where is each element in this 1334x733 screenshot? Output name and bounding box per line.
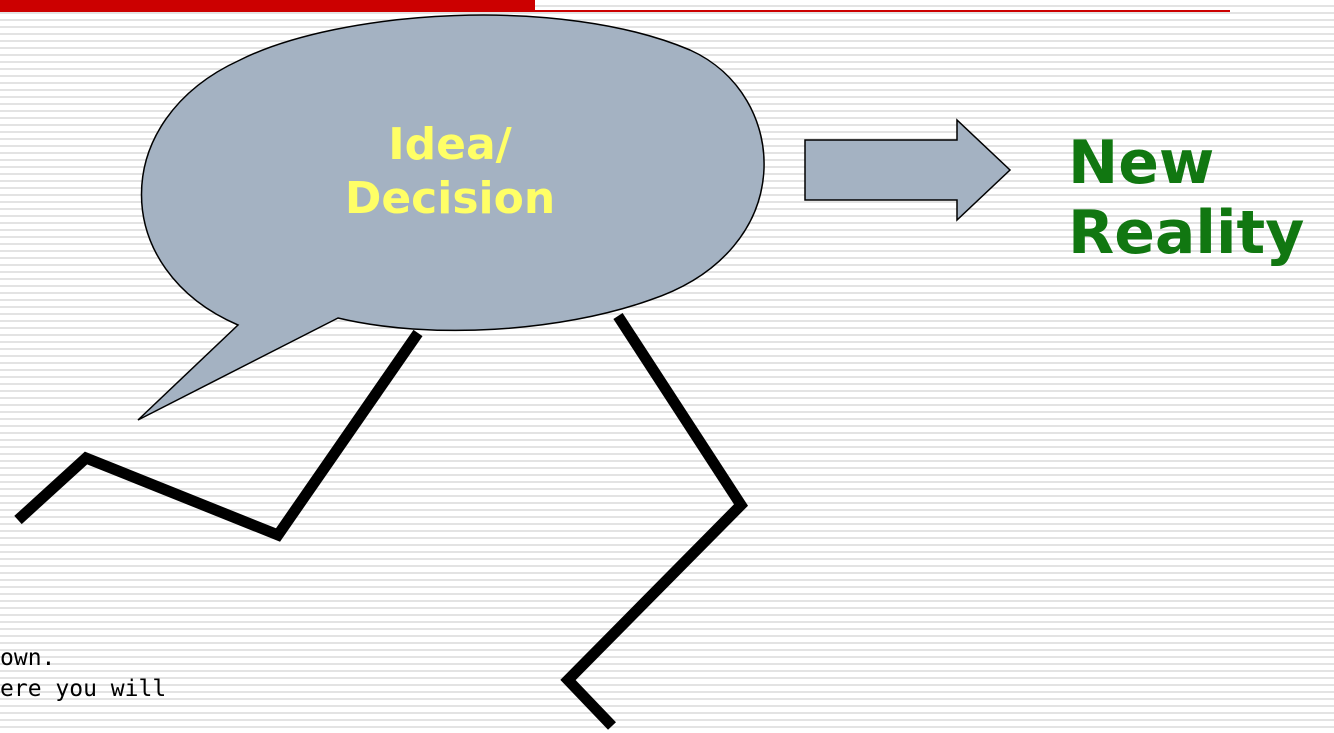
title-rule-line [535, 10, 1230, 12]
idea-decision-label: Idea/ Decision [260, 118, 640, 226]
speech-bubble [137, 14, 765, 421]
bubble-line-2: Decision [344, 173, 556, 224]
slide-body-text: own. ere you will [0, 643, 166, 705]
result-line-1: New [1068, 128, 1215, 198]
result-line-2: Reality [1068, 198, 1305, 268]
stick-leg-right [560, 312, 749, 730]
new-reality-label: New Reality [1068, 128, 1304, 268]
right-arrow-shape [804, 118, 1012, 222]
stick-leg-left [14, 329, 423, 542]
body-line-1: own. [0, 645, 56, 671]
title-accent-bar [0, 0, 535, 12]
body-line-2: ere you will [0, 676, 167, 702]
bubble-line-1: Idea/ [388, 119, 512, 170]
